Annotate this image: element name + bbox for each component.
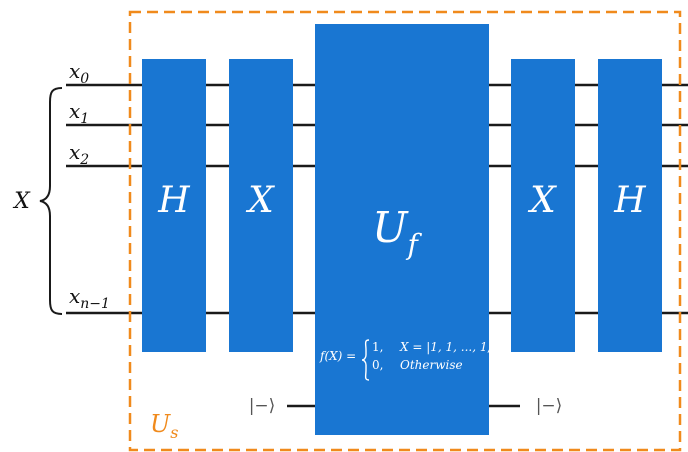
x-gate-right (511, 59, 575, 352)
qubit-label-x0: x0 (69, 59, 89, 87)
hadamard-gate-left-label: H (157, 180, 190, 221)
gates (142, 24, 662, 435)
case2-condition: Otherwise (400, 358, 463, 372)
oracle-function-lhs: f(X) = (319, 349, 356, 363)
qubit-label-xn: xn−1 (69, 284, 110, 312)
qubit-label-x1: x1 (69, 99, 89, 127)
x-gate-right-label: X (527, 180, 557, 221)
hadamard-gate-right (598, 59, 662, 352)
case1-condition: X = |1, 1, ..., 1⟩ (399, 340, 492, 354)
register-brace (39, 87, 63, 315)
ancilla-output-ket: |−⟩ (536, 396, 563, 416)
boundary-label: Us (150, 410, 178, 442)
case2-value: 0, (372, 358, 383, 372)
register-label: X (12, 189, 31, 214)
oracle-gate (315, 24, 489, 435)
hadamard-gate-right-label: H (613, 180, 646, 221)
case1-value: 1, (372, 340, 383, 354)
qubit-label-x2: x2 (69, 140, 89, 168)
diffuser-boundary (128, 10, 682, 452)
x-gate-left-label: X (245, 180, 275, 221)
boundary-label-subscript: s (170, 423, 178, 442)
oracle-function-definition: f(X) = 1, X = |1, 1, ..., 1⟩ 0, Otherwis… (319, 339, 492, 381)
ancilla-input-ket: |−⟩ (249, 396, 276, 416)
x-gate-left (229, 59, 293, 352)
cases-brace (361, 339, 370, 381)
qubit-labels: x0 x1 x2 xn−1 (69, 59, 110, 312)
hadamard-gate-left (142, 59, 206, 352)
